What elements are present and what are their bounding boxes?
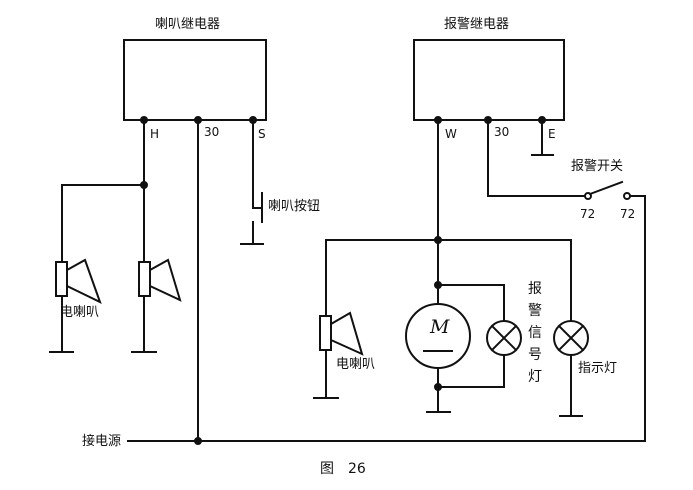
alarm-relay-terminal-w-label: W xyxy=(445,127,457,141)
alarm-switch-terminal-a: 72 xyxy=(580,207,596,221)
alarm-switch-blade xyxy=(588,180,624,196)
alarm-horn-label: 电喇叭 xyxy=(336,357,376,372)
horn-symbol xyxy=(49,258,102,353)
figure-caption: 图 26 xyxy=(320,461,366,477)
wire-signal-lamp-return xyxy=(437,354,505,388)
horn-relay-terminal-h-label: H xyxy=(150,127,160,141)
horn-symbol xyxy=(131,258,182,353)
left-horn-label: 电喇叭 xyxy=(60,305,100,320)
horn-relay-terminal-30-label: 30 xyxy=(204,125,220,139)
wire-to-signal-lamp xyxy=(437,284,505,322)
wire-h-branch-left xyxy=(61,119,145,263)
horn-relay-terminal-s-label: S xyxy=(258,127,266,141)
junction-dot xyxy=(140,181,148,189)
alarm-signal-lamp-label: 报警信号灯 xyxy=(528,281,542,385)
alarm-switch-label: 报警开关 xyxy=(571,159,624,174)
horn-button-label: 喇叭按钮 xyxy=(268,199,321,214)
alarm-relay-title: 报警继电器 xyxy=(444,17,510,32)
indicator-lamp-label: 指示灯 xyxy=(578,361,618,376)
horn-relay-title: 喇叭继电器 xyxy=(155,17,221,32)
wire-30-alarm xyxy=(487,119,587,197)
alarm-relay-terminal-e-label: E xyxy=(548,127,556,141)
lamp-symbol xyxy=(486,320,522,356)
alarm-relay-box xyxy=(413,39,565,121)
lamp-symbol xyxy=(553,320,589,356)
motor-label: M xyxy=(430,316,450,338)
horn-button-symbol xyxy=(240,191,264,245)
wire-switch-to-power xyxy=(197,195,646,442)
alarm-relay-terminal-30-label: 30 xyxy=(494,125,510,139)
horn-relay-box xyxy=(123,39,267,121)
horn-symbol xyxy=(313,311,364,399)
power-label: 接电源 xyxy=(82,434,122,449)
alarm-switch-terminal-b: 72 xyxy=(620,207,636,221)
